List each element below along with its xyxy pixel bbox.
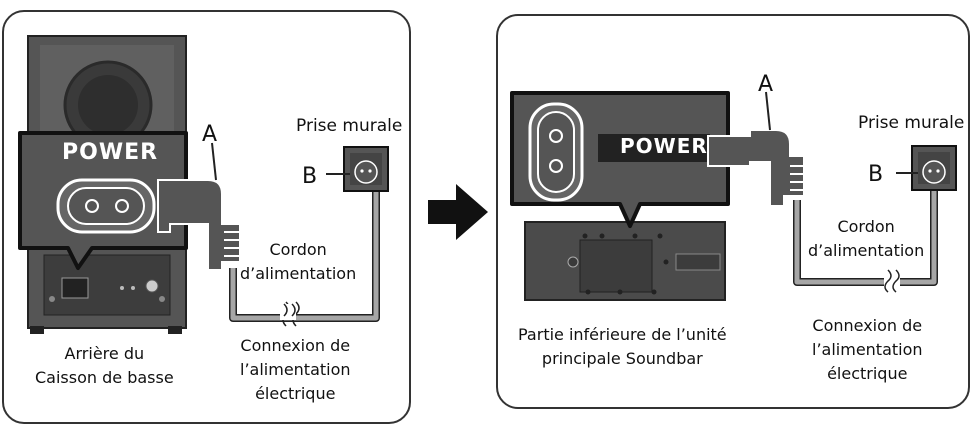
right-wall-outlet-icon xyxy=(896,145,957,191)
right-break-mark-icon xyxy=(884,269,900,293)
left-device-caption-line2: Caisson de basse xyxy=(35,368,174,387)
right-cord-label: Cordon d’alimentation xyxy=(808,215,924,263)
left-connection-label-line2: l’alimentation xyxy=(240,360,351,379)
right-device-caption-line1: Partie inférieure de l’unité xyxy=(518,325,727,344)
right-power-callout xyxy=(510,91,730,228)
left-connection-label-line1: Connexion de xyxy=(240,336,351,355)
right-wall-outlet-title: Prise murale xyxy=(858,113,965,133)
soundbar-body xyxy=(524,221,726,301)
left-outlet-label-b: B xyxy=(302,164,318,189)
diagram-graphics xyxy=(18,35,957,334)
right-connection-label-line1: Connexion de xyxy=(812,316,923,335)
left-power-plug-icon xyxy=(157,142,241,271)
left-device-caption-line1: Arrière du xyxy=(64,344,145,363)
left-connection-label: Connexion de l’alimentation électrique xyxy=(240,334,351,406)
left-wall-outlet-title: Prise murale xyxy=(296,116,403,136)
left-wall-outlet-icon xyxy=(326,146,389,192)
right-arrow-icon xyxy=(428,184,488,240)
left-cord-label-line2: d’alimentation xyxy=(240,264,357,283)
left-power-callout xyxy=(18,131,188,270)
right-connection-label: Connexion de l’alimentation électrique xyxy=(812,314,923,386)
right-cord-label-line2: d’alimentation xyxy=(808,241,925,260)
right-device-caption: Partie inférieure de l’unité principale … xyxy=(518,323,727,371)
right-panel xyxy=(496,14,970,409)
right-power-label: POWER xyxy=(620,134,708,158)
left-plug-label-a: A xyxy=(202,122,218,147)
left-cord-label: Cordon d’alimentation xyxy=(240,238,356,286)
left-power-label: POWER xyxy=(62,140,159,165)
right-power-plug-icon xyxy=(707,91,805,207)
right-outlet-label-b: B xyxy=(868,162,884,187)
right-plug-label-a: A xyxy=(758,72,774,97)
left-device-caption: Arrière du Caisson de basse xyxy=(35,342,174,390)
right-device-caption-line2: principale Soundbar xyxy=(541,349,703,368)
left-cord-label-line1: Cordon xyxy=(269,240,327,259)
right-connection-label-line2: l’alimentation xyxy=(812,340,923,359)
right-cord-label-line1: Cordon xyxy=(837,217,895,236)
right-connection-label-line3: électrique xyxy=(827,364,908,383)
left-connection-label-line3: électrique xyxy=(255,384,336,403)
